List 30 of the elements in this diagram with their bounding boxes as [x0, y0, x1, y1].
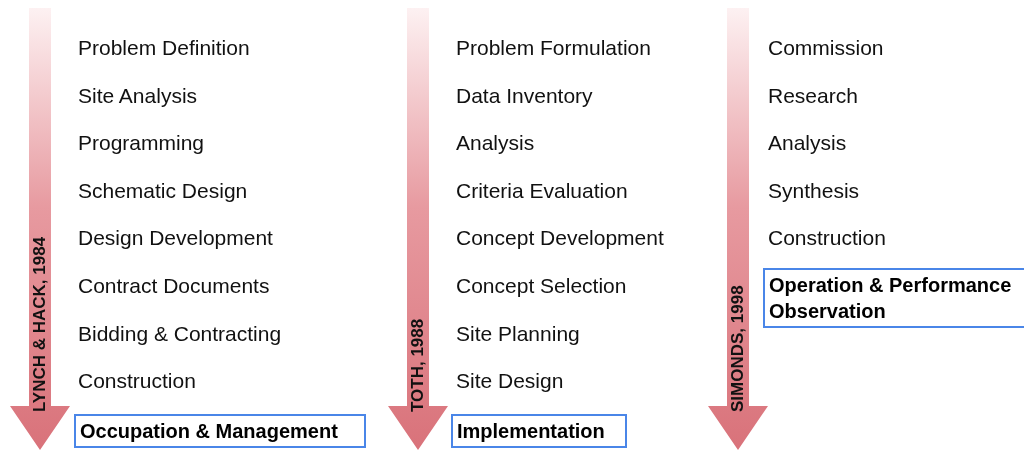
- stage-label: Analysis: [456, 131, 535, 156]
- final-stage-box: Operation & Performance Observation: [763, 268, 1024, 328]
- author-year-label: SIMONDS, 1998: [728, 285, 748, 412]
- final-stage-box: Occupation & Management: [74, 414, 366, 448]
- stage-label: Analysis: [768, 131, 847, 156]
- stage-label: Bidding & Contracting: [78, 321, 282, 346]
- author-year-label: TOTH, 1988: [408, 318, 428, 412]
- stage-label: Design Development: [78, 226, 273, 251]
- timeline-arrow: [8, 8, 72, 452]
- stage-label: Schematic Design: [78, 178, 248, 203]
- stage-label: Site Design: [456, 369, 564, 394]
- stage-label: Site Analysis: [78, 83, 198, 108]
- stage-label: Data Inventory: [456, 83, 593, 108]
- timeline-arrow: [386, 8, 450, 452]
- stage-label: Problem Definition: [78, 36, 250, 60]
- stage-label: Research: [768, 83, 858, 108]
- timeline-arrow: [706, 8, 770, 452]
- stage-label: Commission: [768, 36, 884, 60]
- stage-label: Site Planning: [456, 321, 580, 346]
- stage-label: Construction: [78, 369, 196, 394]
- stage-label: Programming: [78, 131, 205, 156]
- stage-label: Synthesis: [768, 178, 860, 203]
- stage-label: Concept Development: [456, 226, 664, 251]
- author-year-label: LYNCH & HACK, 1984: [30, 236, 50, 412]
- stage-label: Contract Documents: [78, 274, 270, 298]
- stage-label: Construction: [768, 226, 886, 251]
- final-stage-box: Implementation: [451, 414, 627, 448]
- stage-label: Concept Selection: [456, 274, 627, 298]
- stage-label: Problem Formulation: [456, 36, 651, 60]
- stage-label: Criteria Evaluation: [456, 178, 628, 203]
